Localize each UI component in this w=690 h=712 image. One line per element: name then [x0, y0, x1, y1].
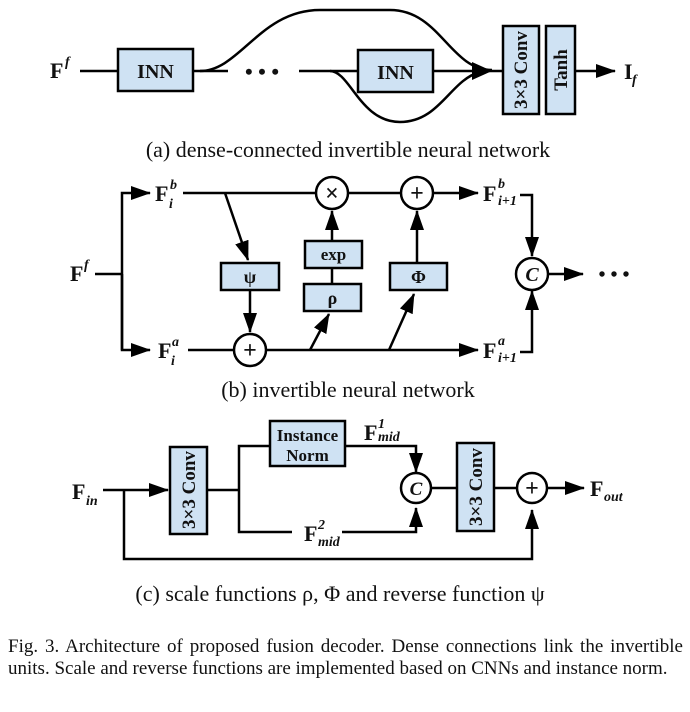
add-op-symbol: + — [525, 476, 539, 502]
instance-norm-line1: Instance — [277, 426, 339, 445]
panel-b-caption: (b) invertible neural network — [221, 377, 475, 402]
conv-block-2-label: 3×3 Conv — [466, 448, 487, 526]
fib-next-label: F — [483, 181, 496, 206]
rho-block — [302, 282, 363, 313]
panel-a-output-sub: f — [632, 73, 638, 88]
fia-label: F — [158, 338, 171, 363]
fia-next-label: F — [483, 338, 496, 363]
panel-a-input-sup: f — [65, 55, 71, 70]
inn-block-1-label: INN — [137, 61, 174, 83]
edge-fibnext-concat — [520, 193, 539, 257]
fib-sup: b — [170, 178, 177, 193]
panel-a-ellipsis: • • • — [245, 59, 279, 84]
phi-block — [388, 261, 449, 292]
panel-b-input-sup: f — [84, 258, 90, 273]
edge-split-branches — [237, 444, 292, 534]
residual-skip-connection — [122, 490, 539, 561]
fmid1-label: F — [364, 420, 377, 445]
add-op-top-symbol: + — [410, 181, 424, 207]
panel-c-input-sub: in — [86, 494, 98, 509]
panel-c: F in 3×3 Conv Instance Norm F 1 mid F 2 … — [72, 417, 624, 606]
dense-connection-top-curve — [199, 8, 493, 73]
fmid1-sub: mid — [378, 430, 401, 445]
add-op-bottom-symbol: + — [243, 338, 257, 364]
psi-block-label: ψ — [244, 267, 257, 287]
panel-b-ellipsis: • • • — [598, 264, 629, 286]
panel-a-output-label: I — [624, 59, 633, 84]
conv-block-1-label: 3×3 Conv — [179, 451, 200, 529]
edge-split-bottom — [120, 274, 151, 357]
fmid2-sup: 2 — [317, 518, 325, 533]
edge-fmid2-concat — [342, 507, 423, 534]
add-op-bottom — [232, 332, 268, 368]
edge-fia-phi — [387, 293, 416, 351]
instance-norm-line2: Norm — [286, 446, 328, 465]
multiply-op-symbol: × — [325, 181, 339, 207]
panel-b: F f F b i F a i ψ + ρ exp × — [70, 175, 630, 402]
dense-connection-bottom-curve — [329, 69, 481, 124]
add-op-top — [399, 175, 435, 211]
edge-split-top — [120, 186, 151, 350]
fia-next-sup: a — [498, 334, 505, 349]
conv-block-2 — [455, 441, 496, 533]
exp-block-label: exp — [321, 245, 347, 264]
fib-next-sub: i+1 — [498, 194, 517, 209]
conv-block — [501, 24, 541, 116]
psi-block — [219, 261, 281, 292]
panel-a: F f INN • • • INN 3×3 Conv Tanh I f (a) … — [50, 8, 638, 162]
panel-c-output-label: F — [590, 476, 603, 501]
fmid1-sup: 1 — [378, 417, 385, 432]
panel-b-input-label: F — [70, 261, 83, 286]
tanh-block-label: Tanh — [551, 49, 572, 91]
fia-sup: a — [172, 335, 179, 350]
edge-norm-concat — [345, 444, 423, 473]
edge-fianext-concat — [520, 290, 539, 354]
conv-block-label: 3×3 Conv — [511, 31, 532, 109]
edge-fib-psi — [223, 192, 250, 261]
instance-norm-block — [268, 419, 347, 468]
rho-block-label: ρ — [328, 288, 338, 308]
panel-c-caption: (c) scale functions ρ, Φ and reverse fun… — [135, 581, 544, 606]
multiply-op — [314, 175, 350, 211]
concat-op-symbol: C — [525, 264, 539, 286]
fib-label: F — [155, 181, 168, 206]
fmid2-sub: mid — [318, 535, 341, 550]
fmid2-label: F — [304, 521, 317, 546]
panel-c-output-sub: out — [604, 490, 624, 505]
exp-block — [303, 239, 364, 270]
fib-next-sup: b — [498, 177, 505, 192]
inn-block-2-label: INN — [377, 62, 414, 84]
edge-fia-rho — [308, 313, 331, 351]
panel-a-caption: (a) dense-connected invertible neural ne… — [146, 137, 550, 162]
fia-sub: i — [171, 354, 175, 369]
concat-op-symbol: C — [410, 479, 423, 500]
fib-sub: i — [169, 197, 173, 212]
panel-a-input-label: F — [50, 58, 63, 83]
conv-block-1 — [168, 445, 209, 536]
merge-arrow-head — [472, 62, 492, 80]
figure-caption: Fig. 3. Architecture of proposed fusion … — [8, 636, 683, 679]
panel-c-input-label: F — [72, 479, 85, 504]
fia-next-sub: i+1 — [498, 351, 517, 366]
inn-block-2 — [356, 48, 435, 94]
phi-block-label: Φ — [411, 267, 426, 287]
